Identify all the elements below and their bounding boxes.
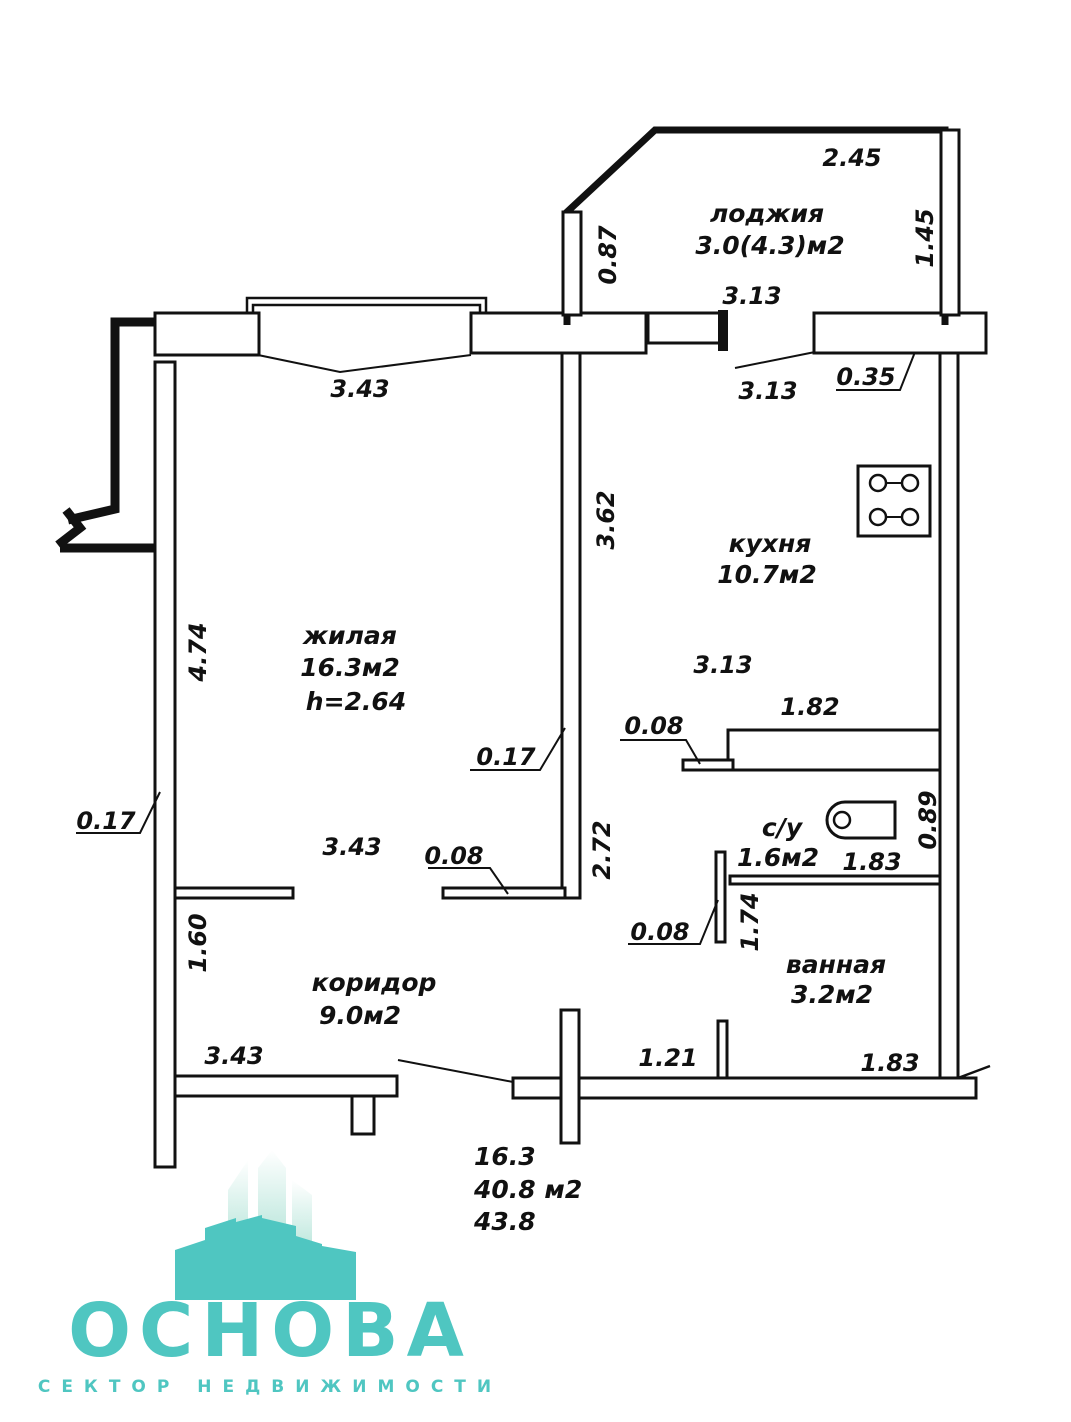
dim-wc-depth: 0.89 <box>914 790 942 849</box>
kitchen-window-leader <box>734 351 816 369</box>
dim-kitchen-partition: 0.08 <box>624 712 683 740</box>
dim-outer-left-wall: 0.17 <box>76 807 136 835</box>
company-logo: ОСНОВА СЕКТОР НЕДВИЖИМОСТИ <box>38 1150 502 1397</box>
dim-wc-width: 1.83 <box>842 848 901 876</box>
top-wall-right <box>812 311 988 355</box>
dim-kitchen-width: 3.13 <box>693 651 752 679</box>
kitchen-name: кухня <box>729 529 812 558</box>
city-skyline-icon <box>175 1150 356 1300</box>
ceiling-height: h=2.64 <box>306 687 406 716</box>
living-name: жилая <box>302 621 397 650</box>
loggia-area: 3.0(4.3)м2 <box>695 231 844 260</box>
living-window <box>245 296 488 313</box>
dim-loggia-top: 2.45 <box>822 144 881 172</box>
walls <box>55 126 991 1169</box>
dim-loggia-left: 0.87 <box>594 225 622 285</box>
kitchen-partition-leader <box>620 739 701 765</box>
toilet-icon <box>825 800 897 840</box>
fixtures <box>825 464 932 840</box>
wall-break-mark <box>55 507 87 549</box>
apartment-bottom-wall <box>511 1076 978 1100</box>
area-totals: 16.3 40.8 м2 43.8 <box>473 1142 582 1236</box>
living-partition-left <box>173 886 295 900</box>
top-wall-left <box>153 311 261 357</box>
dim-bath-partition: 0.08 <box>630 918 689 946</box>
inner-wall-leader <box>470 727 566 771</box>
living-kitchen-wall <box>560 351 582 900</box>
left-outer-wall <box>153 360 177 1169</box>
entrance-door-swing <box>397 1059 514 1083</box>
right-wall-end <box>957 1064 991 1098</box>
outer-left-wall-leader <box>76 791 161 834</box>
door-leaf <box>718 310 728 351</box>
logo-tagline: СЕКТОР НЕДВИЖИМОСТИ <box>38 1377 502 1397</box>
top-wall-middle <box>469 311 648 355</box>
dim-loggia-right: 1.45 <box>911 208 939 267</box>
wc-bath-partition <box>728 874 942 886</box>
dim-kitchen-bottom: 1.82 <box>780 693 839 721</box>
bath-area: 3.2м2 <box>791 980 873 1009</box>
dim-living-width: 3.43 <box>322 833 381 861</box>
dim-living-window: 3.43 <box>330 375 389 403</box>
dimension-labels: 2.45 0.87 1.45 3.13 3.43 3.13 0.35 3.62 … <box>76 144 942 1077</box>
bath-door-post <box>716 1019 729 1080</box>
kitchen-bottom-wall <box>726 728 942 772</box>
kitchen-area: 10.7м2 <box>717 560 817 589</box>
total-area: 40.8 м2 <box>473 1175 582 1204</box>
dim-inner-wall: 0.17 <box>476 743 536 771</box>
loggia-door-frame <box>646 311 724 345</box>
dim-living-partition: 0.08 <box>424 842 483 870</box>
bath-partition-vertical <box>714 850 727 944</box>
dim-bath-depth: 1.74 <box>736 892 764 951</box>
living-area: 16.3м2 <box>300 653 400 682</box>
living-partition-leader <box>428 867 509 895</box>
dim-kitchen-depth: 3.62 <box>592 490 620 549</box>
loggia-left-wall <box>561 210 583 317</box>
dim-hall-segment: 2.72 <box>588 820 616 879</box>
dim-loggia-bottom: 3.13 <box>722 282 781 310</box>
dim-corridor-segment: 1.21 <box>638 1044 697 1072</box>
room-labels: лоджия 3.0(4.3)м2 кухня 10.7м2 жилая 16.… <box>300 199 886 1030</box>
corridor-bottom-wall <box>173 1074 399 1098</box>
kitchen-door-stub <box>681 758 735 772</box>
living-window-leader <box>257 354 472 374</box>
corridor-name: коридор <box>312 968 437 997</box>
bath-name: ванная <box>786 950 886 979</box>
outer-wall-leader <box>836 351 916 391</box>
right-outer-wall <box>938 351 960 1080</box>
bath-partition-leader <box>628 899 719 945</box>
dim-corridor-depth: 1.60 <box>184 913 212 972</box>
dim-outer-wall: 0.35 <box>836 363 895 391</box>
corridor-area: 9.0м2 <box>319 1001 401 1030</box>
loggia-name: лоджия <box>710 199 824 228</box>
wc-area: 1.6м2 <box>737 843 819 872</box>
dim-kitchen-window: 3.13 <box>738 377 797 405</box>
bathroom-column <box>559 1008 581 1145</box>
dim-corridor-width: 3.43 <box>204 1042 263 1070</box>
loggia-right-wall <box>939 128 961 317</box>
entrance-stub <box>350 1094 376 1136</box>
wc-name: с/у <box>762 813 804 842</box>
dim-bath-width: 1.83 <box>860 1049 919 1077</box>
stove-icon <box>856 464 932 538</box>
dim-living-depth: 4.74 <box>184 622 212 682</box>
total-living: 16.3 <box>474 1142 536 1171</box>
total-with-loggia: 43.8 <box>473 1207 536 1236</box>
logo-wordmark: ОСНОВА <box>68 1288 472 1374</box>
leader-lines <box>76 351 916 945</box>
